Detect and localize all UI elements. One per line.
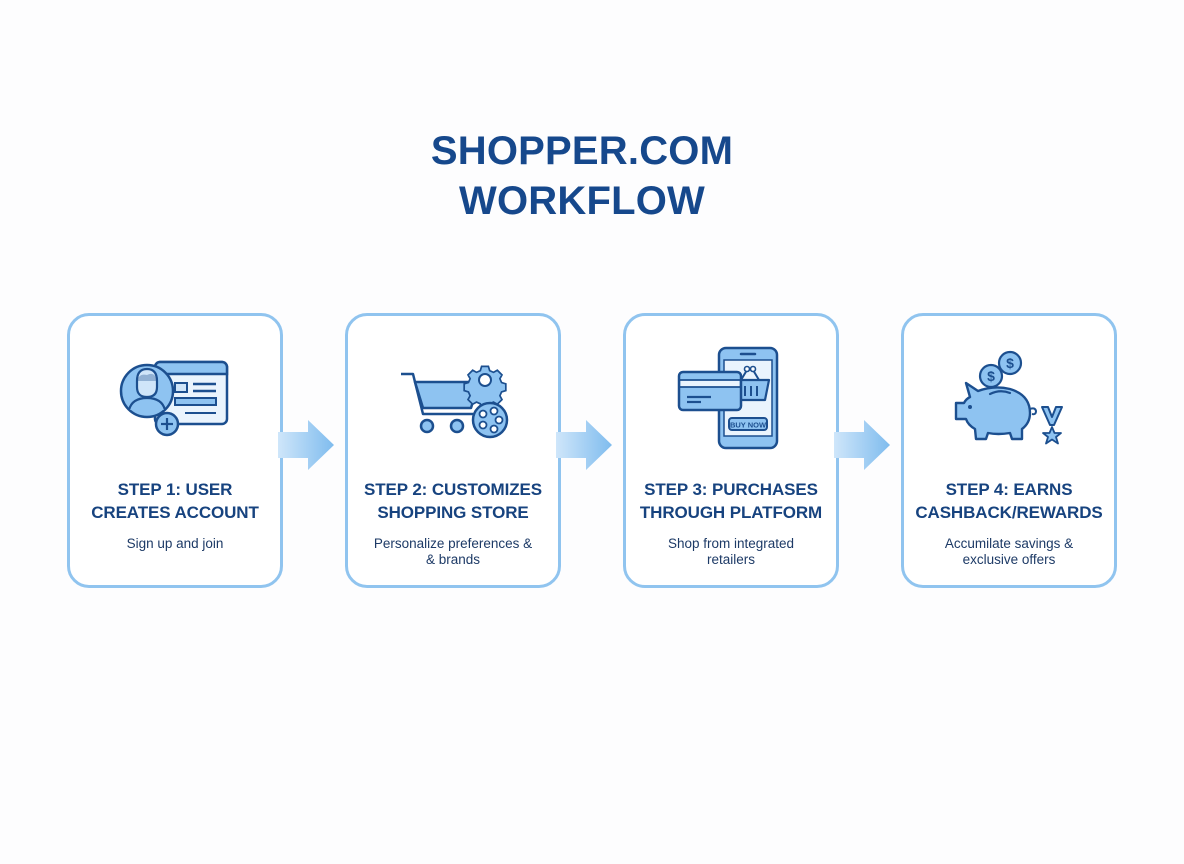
step-heading-line-2: THROUGH PLATFORM (639, 503, 823, 522)
step-description-line-2: & brands (425, 552, 481, 567)
step-heading: STEP 3: PURCHASES THROUGH PLATFORM (626, 478, 836, 524)
step-heading-line-1: STEP 4: EARNS (945, 480, 1073, 499)
step-heading-line-2: CASHBACK/REWARDS (915, 503, 1103, 522)
step-heading: STEP 2: CUSTOMIZES SHOPPING STORE (348, 478, 558, 524)
arrow-right-icon (278, 420, 334, 470)
step-description-line-2: retailers (706, 552, 755, 567)
step-description: Personalize preferences & & brands (348, 536, 558, 568)
piggy-bank-rewards-icon: $ $ (904, 344, 1114, 454)
dollar-sign-icon: $ (987, 368, 995, 384)
step-description: Sign up and join (70, 536, 280, 552)
step-card-4: $ $ STEP 4: EARNS CASHBACK/REWARDS Accum… (901, 313, 1117, 588)
step-description-line-1: Personalize preferences & (373, 536, 533, 551)
step-heading-line-1: STEP 1: USER (117, 480, 233, 499)
step-heading: STEP 4: EARNS CASHBACK/REWARDS (904, 478, 1114, 524)
step-description-line-1: Shop from integrated (667, 536, 795, 551)
step-description-line-2: exclusive offers (962, 552, 1056, 567)
step-card-1: STEP 1: USER CREATES ACCOUNT Sign up and… (67, 313, 283, 588)
step-heading-line-2: SHOPPING STORE (377, 503, 529, 522)
buy-now-label: BUY NOW (730, 421, 767, 430)
user-account-add-icon (70, 344, 280, 454)
title-line-1: SHOPPER.COM (430, 129, 734, 173)
step-card-2: STEP 2: CUSTOMIZES SHOPPING STORE Person… (345, 313, 561, 588)
shopping-cart-settings-icon (348, 344, 558, 454)
step-description: Shop from integrated retailers (626, 536, 836, 568)
step-heading: STEP 1: USER CREATES ACCOUNT (70, 478, 280, 524)
mobile-purchase-icon: BUY NOW (626, 344, 836, 454)
step-heading-line-1: STEP 3: PURCHASES (644, 480, 818, 499)
title-line-2: WORKFLOW (459, 179, 705, 223)
arrow-right-icon (556, 420, 612, 470)
dollar-sign-icon: $ (1006, 355, 1014, 371)
step-description-line-1: Accumilate savings & (944, 536, 1074, 551)
step-description: Accumilate savings & exclusive offers (904, 536, 1114, 568)
step-card-3: BUY NOW STEP 3: PURCHASES THROUGH PLATFO… (623, 313, 839, 588)
step-heading-line-1: STEP 2: CUSTOMIZES (364, 480, 542, 499)
step-description-line-1: Sign up and join (126, 536, 224, 551)
diagram-title: SHOPPER.COM WORKFLOW (0, 126, 1164, 226)
step-heading-line-2: CREATES ACCOUNT (91, 503, 259, 522)
arrow-right-icon (834, 420, 890, 470)
